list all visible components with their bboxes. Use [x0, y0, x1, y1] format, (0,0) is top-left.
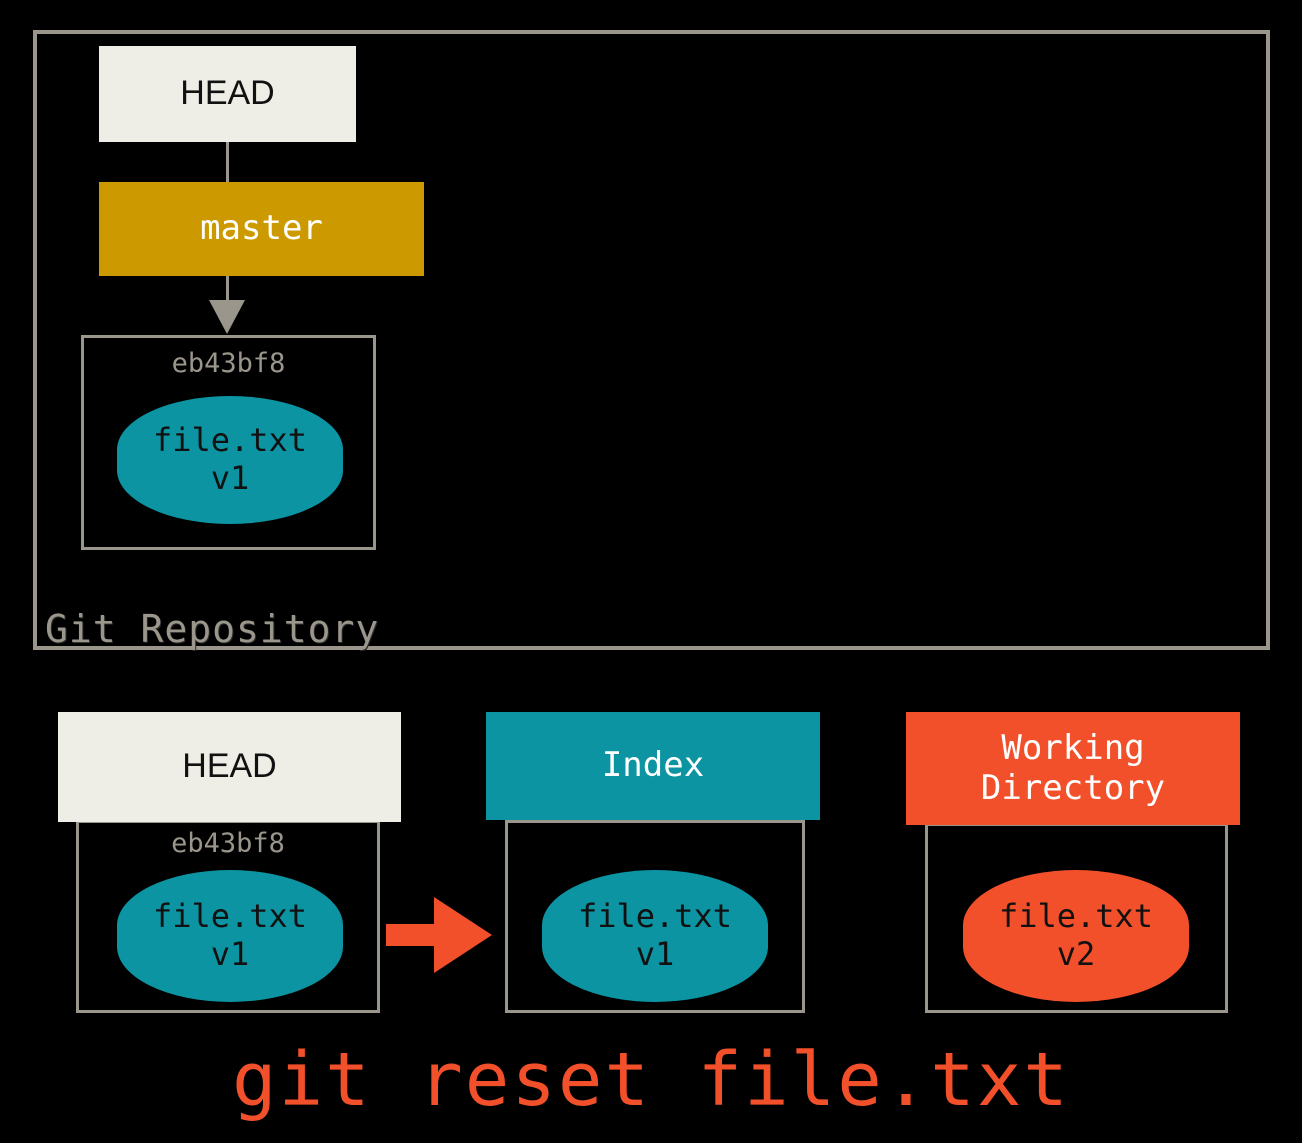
index-tree-header: Index [486, 712, 820, 820]
git-repository-label: Git Repository [45, 607, 380, 651]
repo-commit-file-blob: file.txt v1 [117, 396, 343, 524]
index-tree-file-version: v1 [635, 935, 675, 973]
master-to-commit-arrowhead-icon [209, 300, 245, 334]
head-tree-hash: eb43bf8 [171, 828, 285, 859]
repo-commit-hash: eb43bf8 [171, 348, 286, 379]
head-tree-header: HEAD [58, 712, 401, 822]
arrow-head [434, 897, 492, 973]
working-directory-file-version: v2 [1056, 935, 1096, 973]
index-tree-container [505, 820, 805, 1013]
repo-commit-box [81, 335, 376, 550]
working-directory-file-name: file.txt [998, 897, 1154, 936]
index-tree-header-label: Index [601, 745, 705, 786]
repo-commit-file-version: v1 [210, 459, 250, 497]
head-to-index-arrow-icon [386, 897, 496, 973]
head-tree-file-name: file.txt [152, 897, 308, 936]
repo-head-label: HEAD [180, 74, 275, 113]
head-to-master-connector [226, 142, 229, 182]
index-tree-file-blob: file.txt v1 [542, 870, 768, 1002]
working-directory-header-line-1: Working [1001, 728, 1145, 769]
head-tree-file-version: v1 [210, 935, 250, 973]
head-tree-file-blob: file.txt v1 [117, 870, 343, 1002]
head-tree-header-label: HEAD [182, 747, 277, 786]
repo-head-box: HEAD [99, 46, 356, 142]
working-directory-header-line-2: Directory [980, 767, 1166, 808]
repo-commit-file-name: file.txt [152, 421, 308, 460]
repo-branch-box: master [99, 182, 424, 276]
arrow-tail [386, 924, 446, 946]
index-tree-file-name: file.txt [577, 897, 733, 936]
working-directory-file-blob: file.txt v2 [963, 870, 1189, 1002]
repo-branch-label: master [200, 208, 323, 249]
git-repository-frame [33, 30, 1270, 650]
command-caption: git reset file.txt [232, 1037, 1070, 1123]
working-directory-tree-header: Working Directory [906, 712, 1240, 825]
